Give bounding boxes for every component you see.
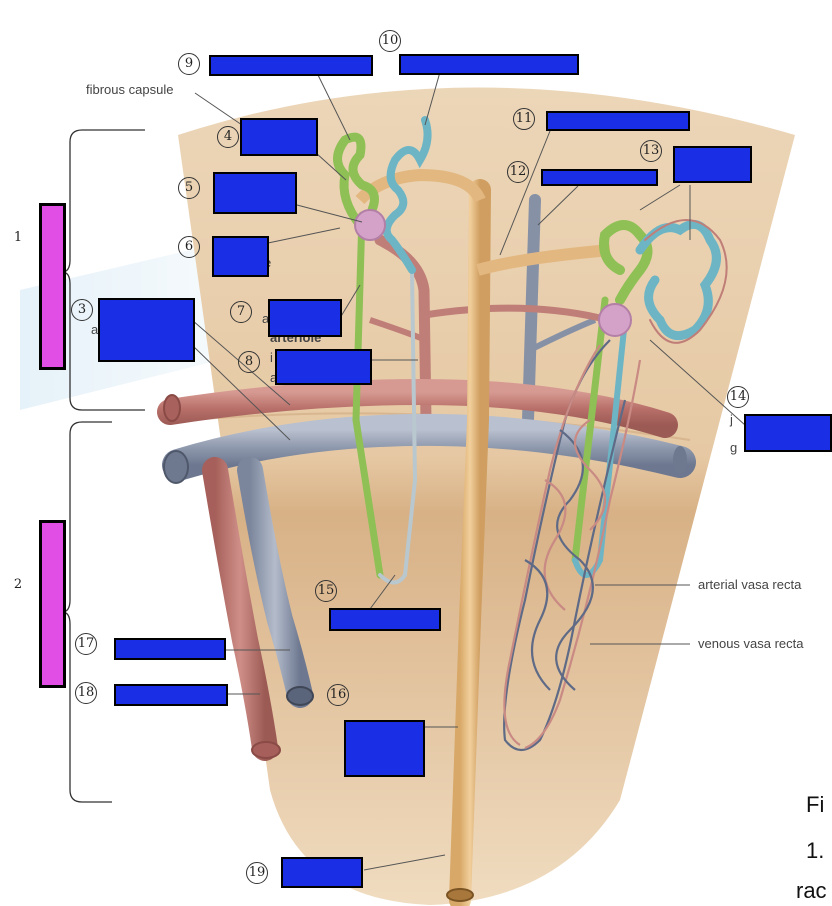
interlobar-artery-end: [251, 741, 281, 759]
answer-box-7[interactable]: [268, 299, 342, 337]
label-partial-j: j: [730, 412, 733, 427]
answer-box-14[interactable]: [744, 414, 832, 452]
arcuate-vein-end-right: [673, 446, 687, 474]
interlobular-vein-branch: [528, 317, 597, 353]
answer-box-10[interactable]: [399, 54, 579, 75]
interlobar-vein-end: [286, 686, 314, 706]
answer-box-18[interactable]: [114, 684, 228, 706]
answer-box-13[interactable]: [673, 146, 752, 183]
number-12: 12: [507, 161, 529, 183]
label-venous-vasa-recta: venous vasa recta: [698, 636, 804, 651]
collecting-duct: [449, 179, 491, 906]
number-6: 6: [178, 236, 200, 258]
number-18: 18: [75, 682, 97, 704]
answer-box-2[interactable]: [39, 520, 66, 688]
answer-box-19[interactable]: [281, 857, 363, 888]
afferent-branch-left: [369, 317, 428, 343]
number-14: 14: [727, 386, 749, 408]
number-1: 1: [13, 230, 23, 245]
answer-box-1[interactable]: [39, 203, 66, 370]
number-2: 2: [13, 577, 23, 592]
answer-box-5[interactable]: [213, 172, 297, 214]
number-7: 7: [230, 301, 252, 323]
answer-box-4[interactable]: [240, 118, 318, 156]
caption-line-3: rac: [796, 878, 827, 903]
cortical-nephron: [333, 116, 432, 585]
label-fibrous-capsule: fibrous capsule: [86, 82, 174, 97]
number-5: 5: [178, 177, 200, 199]
answer-box-17[interactable]: [114, 638, 226, 660]
label-arterial-vasa-recta: arterial vasa recta: [698, 577, 802, 592]
number-9: 9: [178, 53, 200, 75]
arcuate-vein: [162, 413, 696, 481]
answer-box-16[interactable]: [344, 720, 425, 777]
number-8: 8: [238, 351, 260, 373]
vasa-recta: [503, 339, 642, 752]
number-15: 15: [315, 580, 337, 602]
number-13: 13: [640, 140, 662, 162]
number-3: 3: [71, 299, 93, 321]
answer-box-15[interactable]: [329, 608, 441, 631]
answer-box-11[interactable]: [546, 111, 690, 131]
collecting-duct-branch: [476, 244, 611, 276]
caption-line-1: Fi: [806, 792, 825, 817]
number-17: 17: [75, 633, 97, 655]
interlobar-artery: [202, 457, 278, 761]
number-4: 4: [217, 126, 239, 148]
number-19: 19: [246, 862, 268, 884]
answer-box-8[interactable]: [275, 349, 372, 385]
answer-box-3[interactable]: [98, 298, 195, 362]
answer-box-12[interactable]: [541, 169, 658, 186]
label-partial-a3: a: [270, 370, 278, 385]
number-16: 16: [327, 684, 349, 706]
caption-line-2: 1.: [806, 838, 825, 863]
label-partial-a1: a: [91, 322, 99, 337]
arcuate-vein-end: [163, 450, 189, 484]
afferent-branch-right: [424, 304, 601, 322]
juxtamedullary-nephron: [571, 219, 728, 578]
label-partial-i: i: [270, 350, 273, 365]
answer-box-9[interactable]: [209, 55, 373, 76]
label-partial-a2: a: [262, 311, 270, 326]
leader-lines: [191, 71, 746, 871]
arcuate-artery-end: [163, 394, 181, 422]
papillary-duct-opening: [446, 888, 474, 902]
number-11: 11: [513, 108, 535, 130]
interlobar-vein: [237, 457, 313, 708]
number-10: 10: [379, 30, 401, 52]
label-partial-g: g: [730, 440, 738, 455]
answer-box-6[interactable]: [212, 236, 269, 277]
bracket-medulla: [61, 421, 112, 803]
